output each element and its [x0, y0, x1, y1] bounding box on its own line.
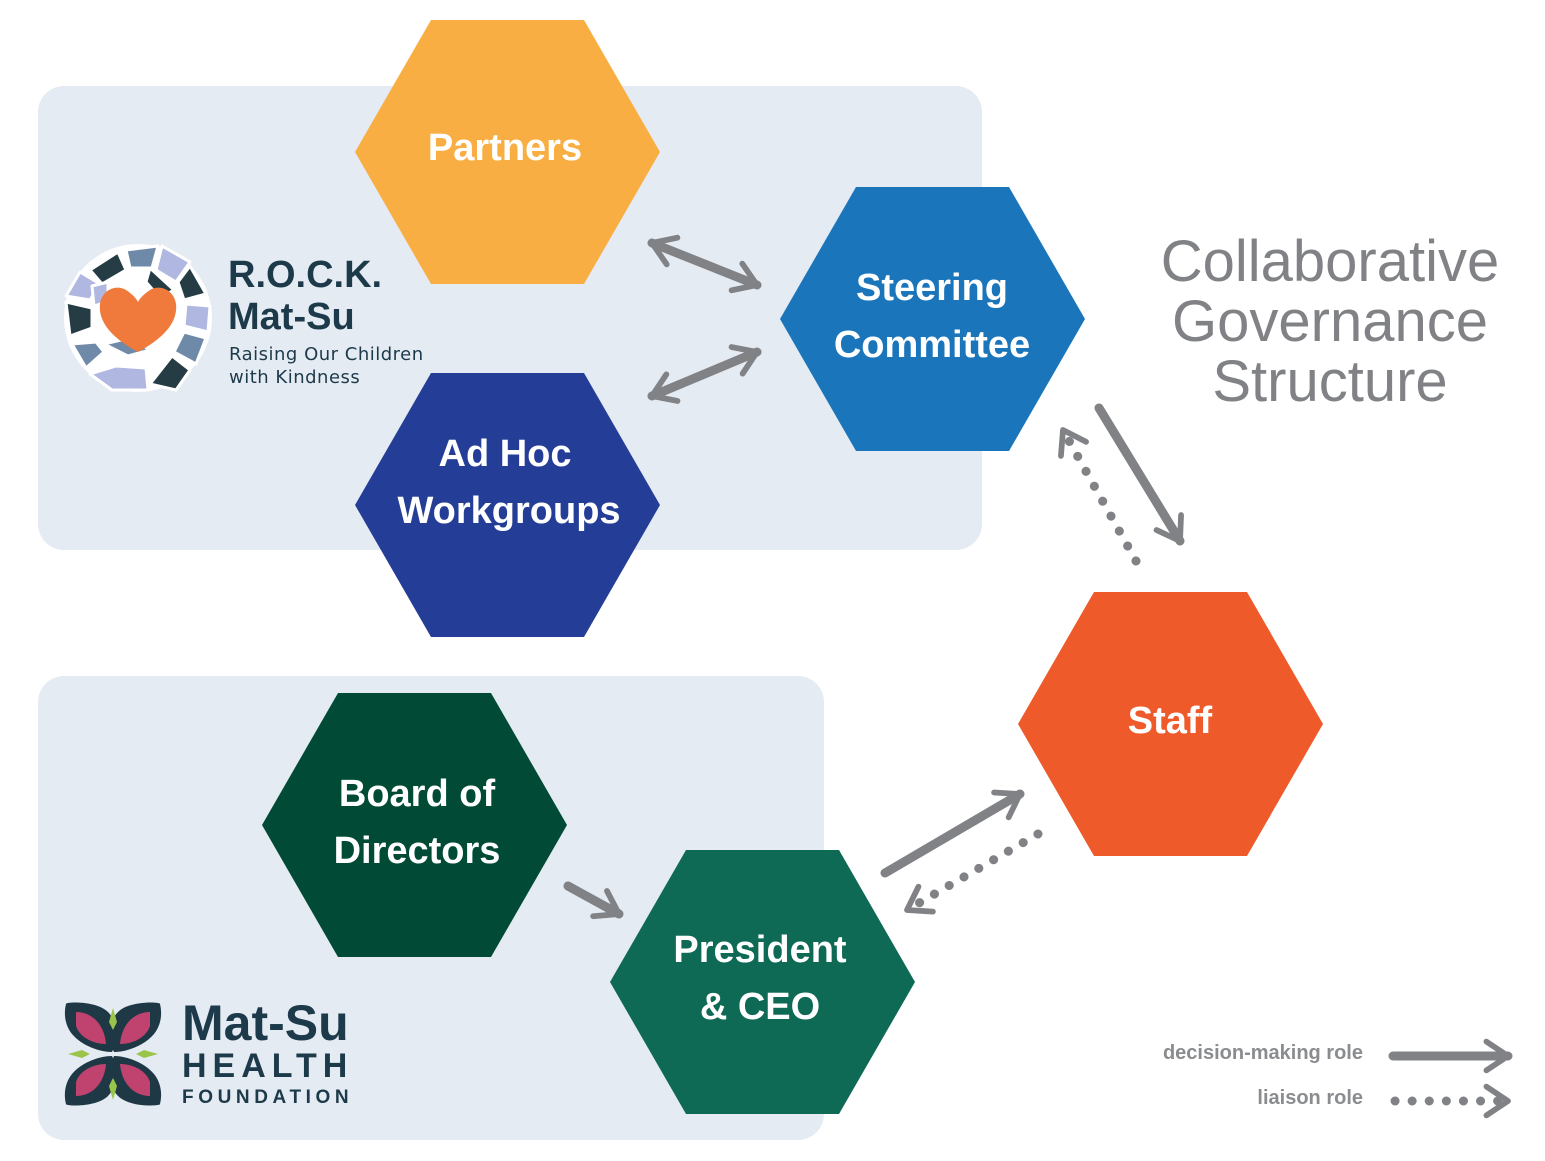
- rock-logo-name-line2: Mat-Su: [228, 296, 355, 338]
- adhoc-steering-arrow: [647, 344, 762, 404]
- partners-steering-arrow: [647, 234, 762, 294]
- ceo-label-line2: & CEO: [700, 986, 820, 1028]
- board-to-ceo-arrow: [563, 881, 624, 920]
- steering-label-line2: Committee: [834, 324, 1030, 366]
- board-label-line2: Directors: [334, 830, 501, 872]
- legend-decision-label: decision-making role: [1162, 1042, 1363, 1064]
- steering-label-line1: Steering: [856, 267, 1008, 309]
- staff-node: Staff: [1018, 592, 1323, 856]
- ceo-hexagon: [610, 850, 915, 1114]
- ad-hoc-workgroups-node: Ad Hoc Workgroups: [355, 373, 660, 637]
- ceo-to-staff-arrow: [880, 789, 1025, 878]
- msh-logo-name-line3: FOUNDATION: [182, 1087, 354, 1108]
- ceo-label-line1: President: [673, 929, 847, 971]
- rock-logo-tagline-line2: with Kindness: [229, 367, 361, 388]
- rock-logo-tagline-line1: Raising Our Children: [229, 344, 424, 365]
- title-line1: Collaborative: [1160, 229, 1500, 294]
- msh-logo-mark: [64, 1002, 162, 1106]
- rock-logo-name-line1: R.O.C.K.: [228, 254, 383, 296]
- steering-to-staff-arrow: [1094, 403, 1185, 546]
- adhoc-label-line1: Ad Hoc: [439, 433, 572, 475]
- steering-committee-node: Steering Committee: [780, 187, 1085, 451]
- board-label-line1: Board of: [339, 773, 496, 815]
- title-line2: Governance: [1172, 289, 1488, 354]
- staff-label: Staff: [1128, 700, 1213, 742]
- board-of-directors-node: Board of Directors: [262, 693, 567, 957]
- steering-committee-hexagon: [780, 187, 1085, 451]
- partners-hexagon: [355, 20, 660, 284]
- president-ceo-node: President & CEO: [610, 850, 915, 1114]
- msh-logo-name-line2: HEALTH: [182, 1047, 354, 1085]
- partners-node: Partners: [355, 20, 660, 284]
- rock-logo-mark: [64, 244, 212, 392]
- diagram-title: Collaborative Governance Structure: [1110, 232, 1545, 412]
- msh-logo-name-line1: Mat-Su: [182, 995, 349, 1051]
- board-hexagon: [262, 693, 567, 957]
- adhoc-label-line2: Workgroups: [397, 490, 620, 532]
- staff-hexagon: [1018, 592, 1323, 856]
- legend-liaison-label: liaison role: [1257, 1087, 1363, 1109]
- partners-label: Partners: [428, 127, 582, 169]
- title-line3: Structure: [1212, 349, 1448, 414]
- ad-hoc-workgroups-hexagon: [355, 373, 660, 637]
